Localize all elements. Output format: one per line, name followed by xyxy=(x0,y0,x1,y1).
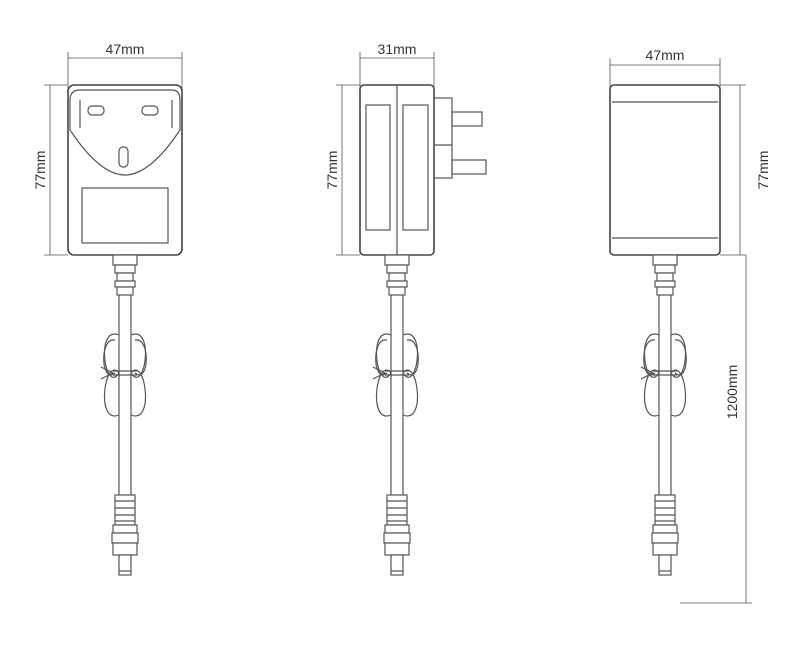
front-view: 47mm 77mm xyxy=(32,41,183,576)
adapter-back-body xyxy=(609,84,721,256)
side-cable xyxy=(372,254,419,576)
adapter-front-body xyxy=(67,84,183,256)
label-panel xyxy=(81,187,169,244)
pin-slot-right xyxy=(141,105,159,116)
pin-top xyxy=(433,97,453,179)
back-height-label: 77mm xyxy=(755,151,771,190)
back-cable xyxy=(640,254,687,576)
front-height-label: 77mm xyxy=(32,151,48,190)
side-depth-label: 31mm xyxy=(378,41,417,57)
front-width-label: 47mm xyxy=(106,41,145,57)
pin-slot-left xyxy=(87,105,105,116)
back-width-label: 47mm xyxy=(646,47,685,63)
side-height-label: 77mm xyxy=(324,151,340,190)
side-view: 31mm 77mm xyxy=(324,41,487,576)
earth-slot xyxy=(118,146,129,168)
cable-length-label: 1200mm xyxy=(724,365,740,419)
front-cable xyxy=(100,254,147,576)
back-view: 47mm 77mm 1200mm xyxy=(609,47,771,604)
